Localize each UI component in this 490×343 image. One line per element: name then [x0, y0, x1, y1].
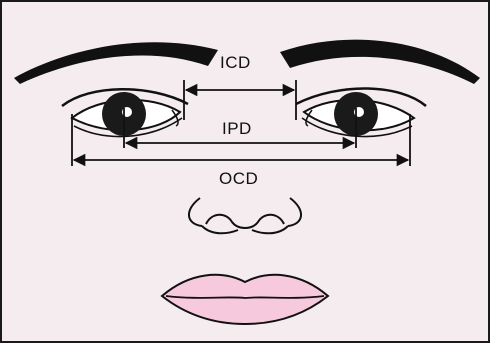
left-eye — [62, 89, 188, 136]
right-eye — [296, 88, 426, 136]
right-eyebrow — [280, 40, 480, 84]
nose — [189, 198, 301, 233]
icd-measurement — [184, 80, 296, 120]
left-eyebrow — [14, 42, 218, 84]
ipd-label: IPD — [222, 120, 252, 137]
lips — [162, 275, 328, 324]
icd-label: ICD — [220, 54, 251, 71]
ocd-label: OCD — [219, 170, 258, 187]
